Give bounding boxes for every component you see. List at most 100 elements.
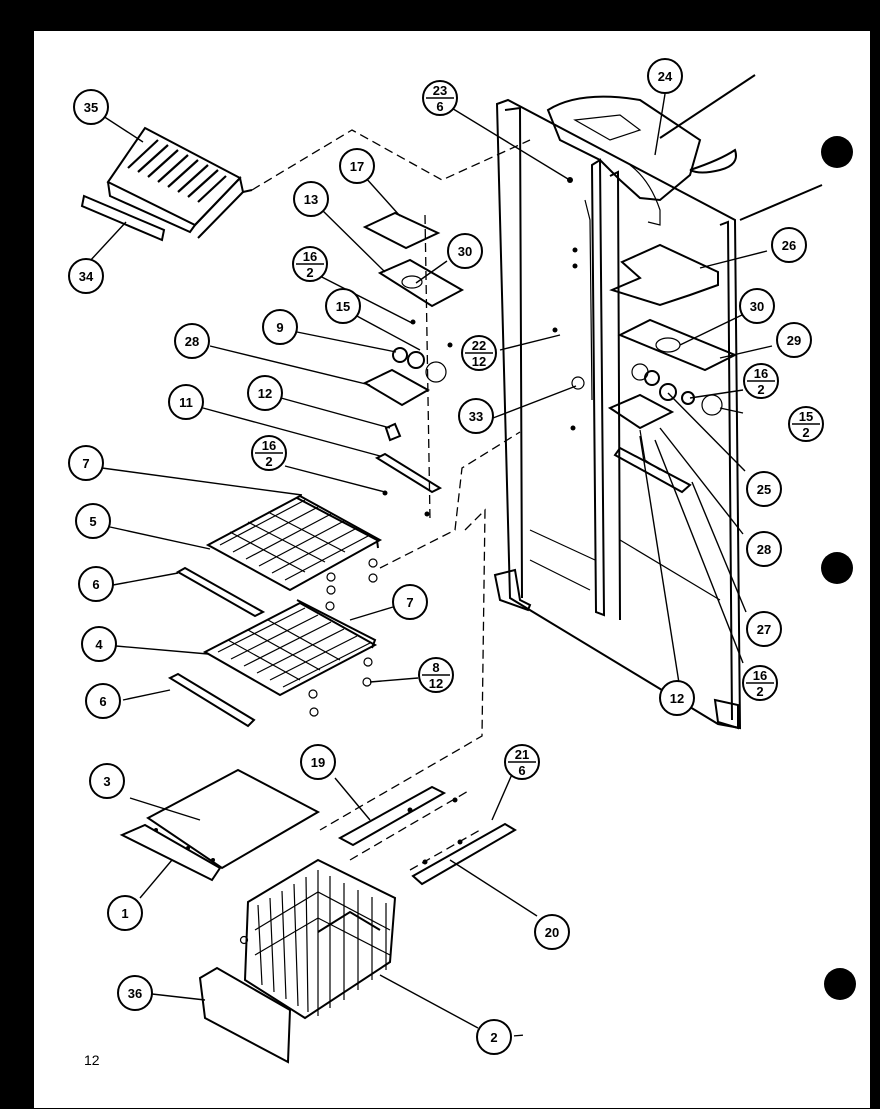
exploded-parts-diagram: 35 34 17 13 162 30 15 9 28 12 11 162 7 5… [68,58,856,1064]
callout-23-over-6: 236 [422,80,458,116]
svg-text:27: 27 [757,622,771,637]
svg-text:22: 22 [472,338,486,353]
svg-text:26: 26 [782,238,796,253]
svg-text:5: 5 [89,514,96,529]
callout-13: 13 [293,181,329,217]
svg-text:23: 23 [433,83,447,98]
callout-26: 26 [771,227,807,263]
callout-24: 24 [647,58,683,94]
callout-4: 4 [81,626,117,662]
svg-text:3: 3 [103,774,110,789]
svg-text:6: 6 [436,99,443,114]
svg-text:8: 8 [432,660,439,675]
callout-16-over-2-a: 162 [292,246,328,282]
trim-strip-drawing [80,194,166,242]
svg-text:2: 2 [490,1030,497,1045]
svg-text:16: 16 [303,249,317,264]
svg-text:30: 30 [750,299,764,314]
callout-28-b: 28 [746,531,782,567]
upper-shelf-drawing [175,494,383,618]
svg-text:2: 2 [306,265,313,280]
callout-2: 2 [476,1019,512,1055]
callout-12-a: 12 [247,375,283,411]
callout-15: 15 [325,288,361,324]
svg-text:2: 2 [756,684,763,699]
callout-11: 11 [168,384,204,420]
svg-text:7: 7 [406,595,413,610]
callout-15-over-2: 152 [788,406,824,442]
callout-30-a: 30 [447,233,483,269]
svg-text:1: 1 [121,906,128,921]
callout-1: 1 [107,895,143,931]
svg-text:6: 6 [99,694,106,709]
svg-text:6: 6 [518,763,525,778]
svg-text:4: 4 [95,637,103,652]
svg-text:12: 12 [429,676,443,691]
leader-lines [88,93,773,1029]
callout-19: 19 [300,744,336,780]
callout-8-over-12: 812 [418,657,454,693]
assembly-lines [251,129,531,1038]
svg-text:24: 24 [658,69,673,84]
svg-text:25: 25 [757,482,771,497]
svg-text:15: 15 [336,299,350,314]
callout-29: 29 [776,322,812,358]
callout-30-b: 30 [739,288,775,324]
svg-text:6: 6 [92,577,99,592]
punch-hole-middle [821,552,853,584]
callout-12-b: 12 [659,680,695,716]
svg-text:33: 33 [469,409,483,424]
punch-hole-top [821,136,853,168]
svg-text:17: 17 [350,159,364,174]
callout-28-a: 28 [174,323,210,359]
svg-text:12: 12 [670,691,684,706]
svg-text:2: 2 [757,382,764,397]
svg-text:28: 28 [185,334,199,349]
svg-text:20: 20 [545,925,559,940]
callout-34: 34 [68,258,104,294]
svg-text:9: 9 [276,320,283,335]
cabinet-drawing [493,74,823,730]
callout-9: 9 [262,309,298,345]
svg-text:36: 36 [128,986,142,1001]
svg-text:35: 35 [84,100,98,115]
svg-text:15: 15 [799,409,813,424]
crisper-cover-drawing [119,768,321,882]
svg-text:28: 28 [757,542,771,557]
page-number: 12 [84,1052,100,1068]
callout-16-over-2-c: 162 [743,363,779,399]
svg-text:34: 34 [79,269,94,284]
left-hardware-drawing [362,211,465,517]
lower-shelf-drawing [167,558,378,728]
svg-text:2: 2 [265,454,272,469]
svg-text:13: 13 [304,192,318,207]
callout-7-b: 7 [392,584,428,620]
callout-6-a: 6 [78,566,114,602]
svg-text:11: 11 [179,395,193,410]
svg-text:2: 2 [802,425,809,440]
callout-33: 33 [458,398,494,434]
rail-20-drawing [411,822,517,886]
callout-16-over-2-b: 162 [251,435,287,471]
grille-drawing [106,126,253,239]
svg-text:19: 19 [311,755,325,770]
callout-21-over-6: 216 [504,744,540,780]
svg-text:16: 16 [262,438,276,453]
callout-5: 5 [75,503,111,539]
callout-3: 3 [89,763,125,799]
punch-hole-bottom [824,968,856,1000]
basket-drawing [239,858,397,1020]
svg-text:12: 12 [472,354,486,369]
svg-text:21: 21 [515,747,529,762]
callout-6-b: 6 [85,683,121,719]
svg-text:29: 29 [787,333,801,348]
basket-front-drawing [198,966,292,1064]
callout-35: 35 [73,89,109,125]
svg-text:30: 30 [458,244,472,259]
svg-text:16: 16 [754,366,768,381]
svg-text:16: 16 [753,668,767,683]
callout-16-over-2-d: 162 [742,665,778,701]
svg-text:12: 12 [258,386,272,401]
